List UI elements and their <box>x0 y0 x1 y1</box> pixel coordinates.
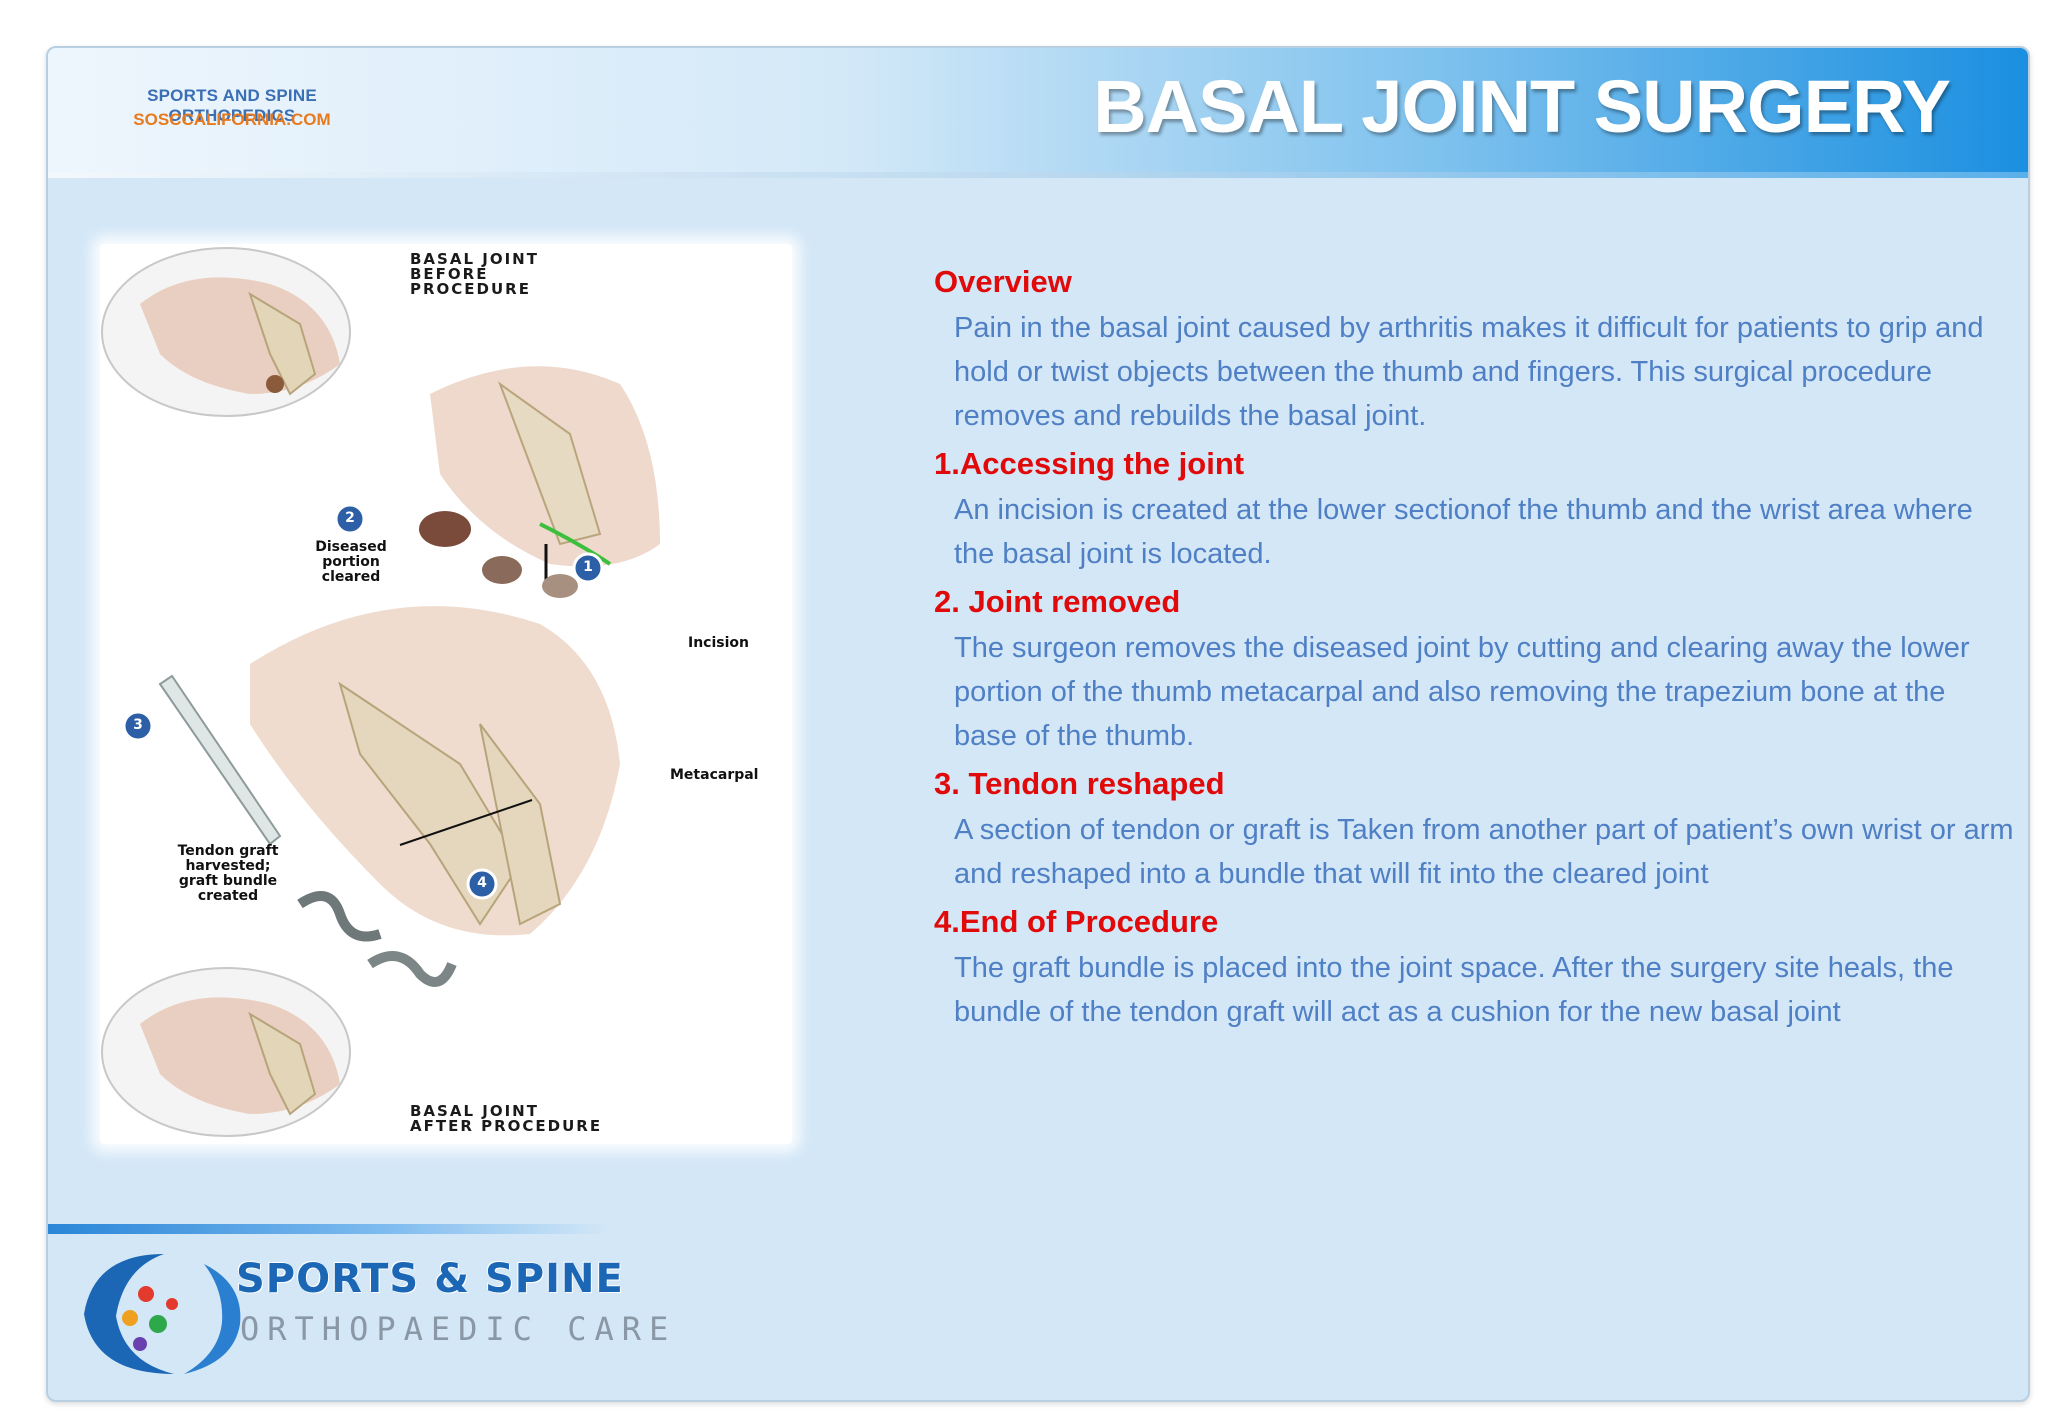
section-title: 1.Accessing the joint <box>934 446 1245 481</box>
header-banner <box>48 48 2028 172</box>
step-badge-1: 1 <box>583 559 593 575</box>
label-tendon-line2: harvested; <box>185 858 271 874</box>
procedure-illustration: 2 1 3 4 BASAL JOINT BEFORE PROCEDURE Dis… <box>100 244 792 1144</box>
footer-bar <box>48 1224 608 1234</box>
caption-before-line2: BEFORE <box>410 265 489 283</box>
label-incision: Incision <box>688 635 749 651</box>
label-tendon-line4: created <box>197 888 259 904</box>
section-title: Overview <box>934 264 1072 299</box>
caption-after-line2: AFTER PROCEDURE <box>410 1117 603 1135</box>
caption-before: BASAL JOINT BEFORE PROCEDURE <box>410 252 539 297</box>
section-body: Pain in the basal joint caused by arthri… <box>954 312 1984 432</box>
section-body: The surgeon removes the diseased joint b… <box>954 632 1970 752</box>
label-tendon-line1: Tendon graft <box>177 843 279 859</box>
section-joint-removed: 2. Joint removed The surgeon removes the… <box>934 584 2014 758</box>
section-end-of-procedure: 4.End of Procedure The graft bundle is p… <box>934 904 2014 1034</box>
section-tendon-reshaped: 3. Tendon reshaped A section of tendon o… <box>934 766 2014 896</box>
header-divider <box>48 172 2028 178</box>
page-title: BASAL JOINT SURGERY <box>1093 65 1951 148</box>
caption-before-line3: PROCEDURE <box>410 280 531 298</box>
hand-drawings <box>101 247 660 1137</box>
logo-line1: SPORTS & SPINE <box>236 1256 624 1302</box>
label-diseased-line2: portion <box>322 554 380 570</box>
section-body: The graft bundle is placed into the join… <box>954 952 1954 1028</box>
section-body: A section of tendon or graft is Taken fr… <box>954 814 2014 890</box>
step-badge-4: 4 <box>477 875 487 891</box>
slide: SPORTS AND SPINE ORTHOPEDICS SOSCCALIFOR… <box>46 46 2030 1402</box>
step-badge-2: 2 <box>345 510 355 526</box>
label-diseased: Diseased portion cleared <box>292 540 410 585</box>
section-body: An incision is created at the lower sect… <box>954 494 1973 570</box>
logo-line2: ORTHOPAEDIC CARE <box>240 1310 677 1348</box>
section-accessing-joint: 1.Accessing the joint An incision is cre… <box>934 446 2014 576</box>
section-title: 4.End of Procedure <box>934 904 1219 939</box>
label-diseased-line3: cleared <box>321 569 381 585</box>
label-diseased-line1: Diseased <box>315 539 387 555</box>
brand-name: SPORTS AND SPINE ORTHOPEDICS <box>147 86 317 125</box>
sports-spine-logo-icon <box>84 1254 241 1374</box>
label-metacarpal: Metacarpal <box>670 767 759 783</box>
step-badge-3: 3 <box>133 717 143 733</box>
section-title: 3. Tendon reshaped <box>934 766 1225 801</box>
caption-before-line1: BASAL JOINT <box>410 250 539 268</box>
label-tendon-line3: graft bundle <box>178 873 278 889</box>
section-title: 2. Joint removed <box>934 584 1181 619</box>
procedure-description: Overview Pain in the basal joint caused … <box>934 264 2014 1042</box>
label-tendon-graft: Tendon graft harvested; graft bundle cre… <box>128 844 328 904</box>
caption-after: BASAL JOINT AFTER PROCEDURE <box>410 1104 602 1134</box>
caption-after-line1: BASAL JOINT <box>410 1102 539 1120</box>
brand-url: SOSCCALIFORNIA.COM <box>133 110 331 129</box>
section-overview: Overview Pain in the basal joint caused … <box>934 264 2014 438</box>
